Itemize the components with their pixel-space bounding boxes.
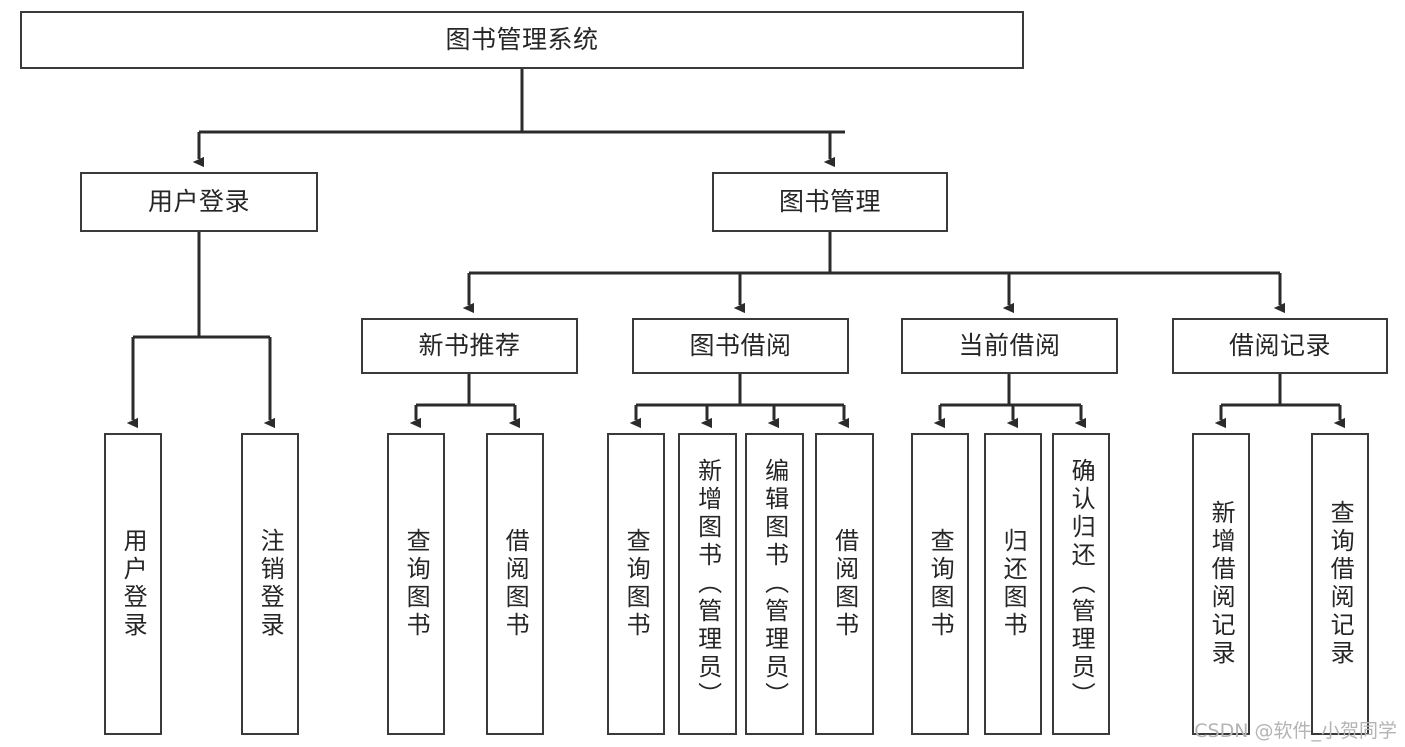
csdn-watermark: CSDN @软件_小贺同学 (1194, 720, 1397, 742)
node-leaf-return-book[interactable]: 归还图书 (984, 433, 1042, 735)
node-leaf-borrow-book-1[interactable]: 借阅图书 (486, 433, 544, 735)
node-leaf-user-login[interactable]: 用户登录 (104, 433, 162, 735)
node-leaf-confirm-return[interactable]: 确认归还（管理员） (1052, 433, 1110, 735)
node-book-borrow-label: 图书借阅 (689, 331, 792, 361)
node-new-book-recommend-label: 新书推荐 (418, 331, 521, 361)
node-leaf-edit-book[interactable]: 编辑图书（管理员） (745, 433, 804, 735)
node-leaf-borrow-book-2-label: 借阅图书 (830, 528, 859, 640)
node-user-login[interactable]: 用户登录 (80, 172, 318, 232)
node-leaf-user-login-label: 用户登录 (119, 528, 148, 640)
node-user-login-label: 用户登录 (147, 187, 250, 217)
node-leaf-add-record-label: 新增借阅记录 (1207, 500, 1236, 668)
node-leaf-query-book-1-label: 查询图书 (402, 528, 431, 640)
node-root[interactable]: 图书管理系统 (20, 11, 1024, 69)
node-leaf-borrow-book-1-label: 借阅图书 (501, 528, 530, 640)
node-leaf-logout[interactable]: 注销登录 (241, 433, 299, 735)
node-leaf-query-book-2-label: 查询图书 (622, 528, 651, 640)
node-leaf-add-book-label: 新增图书（管理员） (693, 458, 722, 710)
node-leaf-edit-book-label: 编辑图书（管理员） (760, 458, 789, 710)
node-leaf-query-record[interactable]: 查询借阅记录 (1311, 433, 1369, 735)
node-borrow-record-label: 借阅记录 (1228, 331, 1331, 361)
node-leaf-logout-label: 注销登录 (256, 528, 285, 640)
node-leaf-query-book-3[interactable]: 查询图书 (911, 433, 969, 735)
node-current-borrow-label: 当前借阅 (958, 331, 1061, 361)
node-leaf-confirm-return-label: 确认归还（管理员） (1067, 458, 1096, 710)
node-leaf-query-record-label: 查询借阅记录 (1326, 500, 1355, 668)
node-leaf-add-book[interactable]: 新增图书（管理员） (678, 433, 737, 735)
node-leaf-query-book-1[interactable]: 查询图书 (387, 433, 445, 735)
node-book-manage-label: 图书管理 (778, 187, 881, 217)
node-current-borrow[interactable]: 当前借阅 (901, 318, 1118, 374)
node-leaf-add-record[interactable]: 新增借阅记录 (1192, 433, 1250, 735)
node-new-book-recommend[interactable]: 新书推荐 (361, 318, 578, 374)
node-leaf-return-book-label: 归还图书 (999, 528, 1028, 640)
node-leaf-query-book-3-label: 查询图书 (926, 528, 955, 640)
node-leaf-borrow-book-2[interactable]: 借阅图书 (815, 433, 874, 735)
node-leaf-query-book-2[interactable]: 查询图书 (607, 433, 665, 735)
node-book-borrow[interactable]: 图书借阅 (632, 318, 849, 374)
node-borrow-record[interactable]: 借阅记录 (1172, 318, 1388, 374)
node-book-manage[interactable]: 图书管理 (712, 172, 948, 232)
node-root-label: 图书管理系统 (445, 25, 599, 55)
